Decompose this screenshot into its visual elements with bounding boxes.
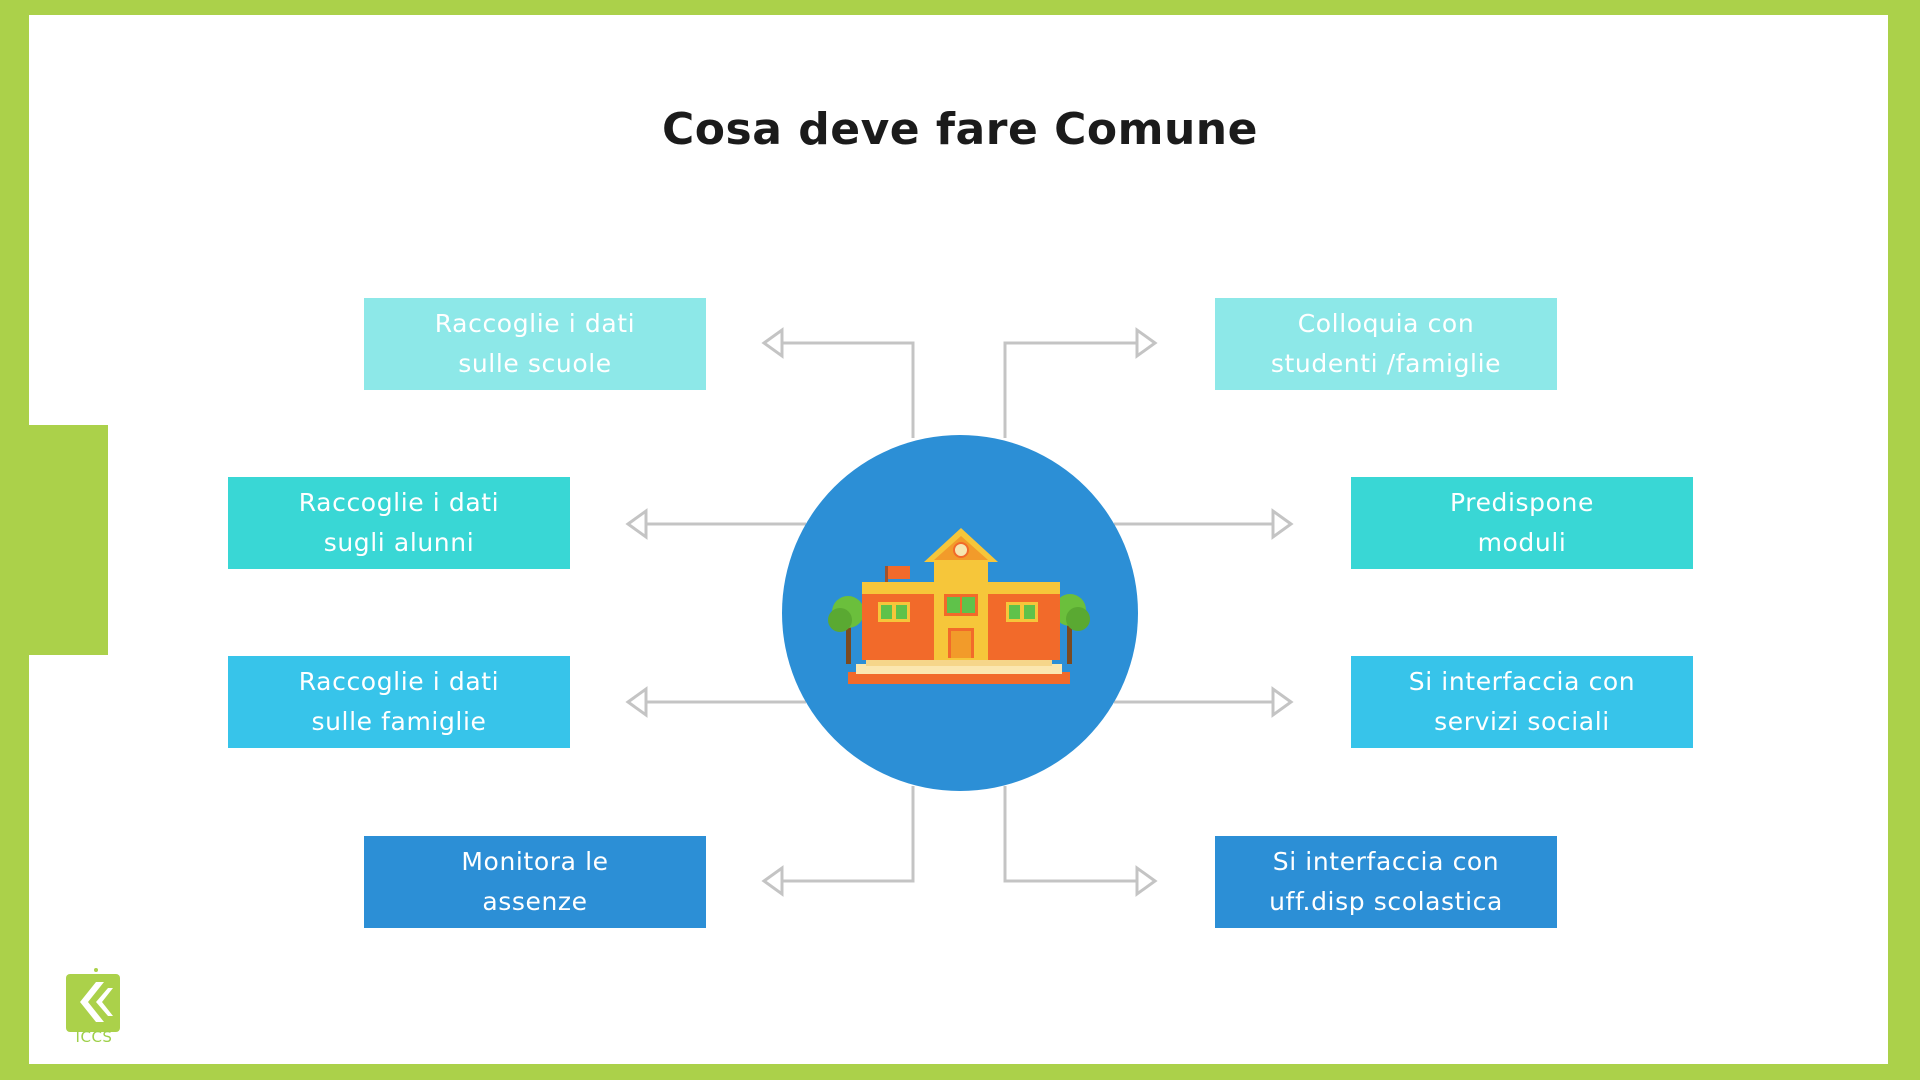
box-label: Colloquia con studenti /famiglie [1270,309,1502,378]
box-bottom-right: Si interfaccia con uff.disp scolastica [1215,836,1557,928]
frame-side-tab [0,425,108,655]
page-title: Cosa deve fare Comune [662,104,1258,155]
arrowhead-lower-left [625,686,648,718]
arrowhead-bottom-right [1135,865,1158,897]
box-lower-left: Raccoglie i dati sulle famiglie [228,656,570,748]
iccs-logo-icon [66,968,120,1032]
arrowhead-lower-right [1271,686,1294,718]
frame-border-top [0,0,1920,15]
connector-bottom-left [782,786,915,883]
box-top-right: Colloquia con studenti /famiglie [1215,298,1557,390]
arrowhead-upper-right [1271,508,1294,540]
box-label: Raccoglie i dati sulle scuole [434,309,636,378]
box-label: Raccoglie i dati sugli alunni [298,488,500,557]
box-label: Monitora le assenze [461,847,609,916]
box-label: Si interfaccia con uff.disp scolastica [1269,847,1503,916]
box-upper-left: Raccoglie i dati sugli alunni [228,477,570,569]
box-label: Predispone moduli [1450,488,1594,557]
box-top-left: Raccoglie i dati sulle scuole [364,298,706,390]
box-lower-right: Si interfaccia con servizi sociali [1351,656,1693,748]
box-label: Raccoglie i dati sulle famiglie [298,667,500,736]
connector-bottom-right [1003,786,1137,883]
connector-top-left [782,341,915,438]
logo-text: ICCS [75,1028,113,1046]
frame-border-right [1888,0,1920,1080]
arrowhead-top-right [1135,327,1158,359]
school-building-icon [828,528,1090,684]
frame-border-bottom [0,1064,1920,1080]
arrowhead-bottom-left [761,865,784,897]
connector-top-right [1003,341,1137,438]
arrowhead-upper-left [625,508,648,540]
box-label: Si interfaccia con servizi sociali [1408,667,1636,736]
box-upper-right: Predispone moduli [1351,477,1693,569]
box-bottom-left: Monitora le assenze [364,836,706,928]
arrowhead-top-left [761,327,784,359]
